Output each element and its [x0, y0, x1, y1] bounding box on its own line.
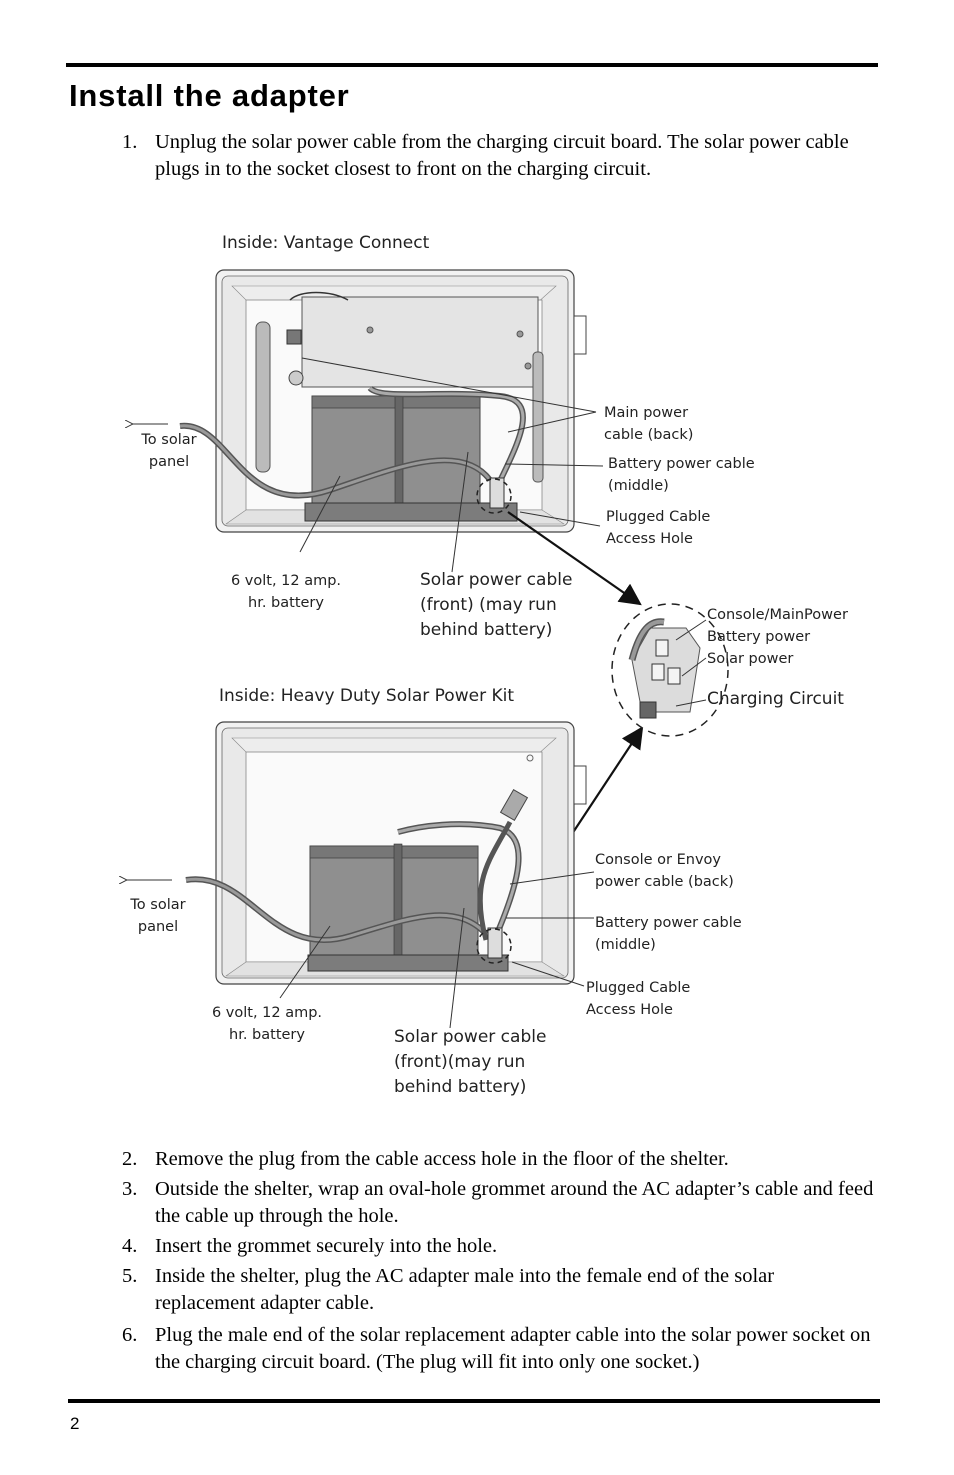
caption-vantage-connect: Inside: Vantage Connect [222, 233, 430, 253]
label-line: cable (back) [604, 427, 694, 443]
step-text: Insert the grommet securely into the hol… [155, 1235, 498, 1257]
step-number: 1. [122, 131, 138, 153]
label-plugged-cable-access-hole-top: Plugged Cable Access Hole [606, 506, 710, 550]
label-charging-circuit: Charging Circuit [707, 689, 844, 709]
label-line: Console/MainPower [707, 607, 848, 623]
page-number: 2 [70, 1414, 80, 1433]
label-battery-power-cable-bottom: Battery power cable (middle) [595, 912, 742, 956]
label-line: Access Hole [606, 531, 693, 547]
label-line: 6 volt, 12 amp. [230, 573, 342, 589]
label-line: power cable (back) [595, 874, 734, 890]
step-text: Unplug the solar power cable from the ch… [155, 131, 849, 180]
label-line: (middle) [595, 937, 656, 953]
label-line: (front)(may run [394, 1052, 526, 1072]
label-line: To solar [141, 432, 197, 448]
top-enclosure [179, 269, 587, 533]
label-battery-power-cable-top: Battery power cable (middle) [608, 453, 755, 497]
label-line: Solar power cable [394, 1027, 547, 1047]
label-line: panel [148, 454, 190, 470]
step-text: Outside the shelter, wrap an oval-hole g… [155, 1178, 874, 1227]
label-plugged-cable-access-hole-bottom: Plugged Cable Access Hole [586, 977, 690, 1021]
label-battery-bottom: 6 volt, 12 amp. hr. battery [207, 1002, 327, 1046]
step-number: 2. [122, 1148, 138, 1170]
top-leader-lines [132, 357, 604, 573]
label-line: Console or Envoy [595, 852, 721, 868]
label-line: Plugged Cable [606, 509, 711, 525]
label-battery-top: 6 volt, 12 amp. hr. battery [226, 570, 346, 614]
label-line: hr. battery [248, 595, 324, 611]
label-line: To solar [130, 897, 186, 913]
step-text: Inside the shelter, plug the AC adapter … [155, 1265, 775, 1314]
label-line: Battery power [707, 629, 811, 645]
page-title: Install the adapter [69, 78, 350, 113]
label-line: behind battery) [394, 1077, 527, 1097]
step-number: 4. [122, 1235, 138, 1257]
label-line: (front) (may run [420, 595, 557, 615]
label-line: hr. battery [229, 1027, 305, 1043]
label-line: Main power [604, 405, 689, 421]
label-line: Solar power cable [420, 570, 573, 590]
label-line: behind battery) [420, 620, 553, 640]
step-text: Remove the plug from the cable access ho… [155, 1148, 729, 1170]
charging-circuit-inset [611, 603, 729, 737]
label-line: Access Hole [586, 1002, 673, 1018]
step-number: 3. [122, 1178, 138, 1200]
top-rule [66, 63, 878, 67]
label-line: Plugged Cable [586, 980, 691, 996]
step-number: 5. [122, 1265, 138, 1287]
caption-heavy-duty-solar-kit: Inside: Heavy Duty Solar Power Kit [219, 686, 514, 706]
label-line: (middle) [608, 478, 669, 494]
label-line: Solar power [707, 651, 794, 667]
bottom-rule [68, 1399, 880, 1403]
step-number: 6. [122, 1324, 138, 1346]
label-solar-power-cable-bottom: Solar power cable (front)(may run behind… [394, 1025, 546, 1100]
label-line: 6 volt, 12 amp. [211, 1005, 323, 1021]
label-line: Battery power cable [608, 456, 755, 472]
label-console-power-cable: Console or Envoy power cable (back) [595, 849, 734, 893]
label-line: panel [137, 919, 179, 935]
bottom-enclosure [185, 721, 587, 985]
label-inset-sockets: Console/MainPower Battery power Solar po… [707, 604, 848, 670]
label-line: Battery power cable [595, 915, 742, 931]
label-solar-power-cable-top: Solar power cable (front) (may run behin… [420, 568, 572, 643]
bottom-leader-lines [126, 871, 595, 1029]
label-to-solar-panel-top: To solar panel [130, 429, 208, 473]
label-to-solar-panel-bottom: To solar panel [119, 894, 197, 938]
step-text: Plug the male end of the solar replaceme… [155, 1324, 871, 1373]
arrow-to-inset-top [507, 511, 642, 606]
label-main-power-cable: Main power cable (back) [604, 402, 693, 446]
